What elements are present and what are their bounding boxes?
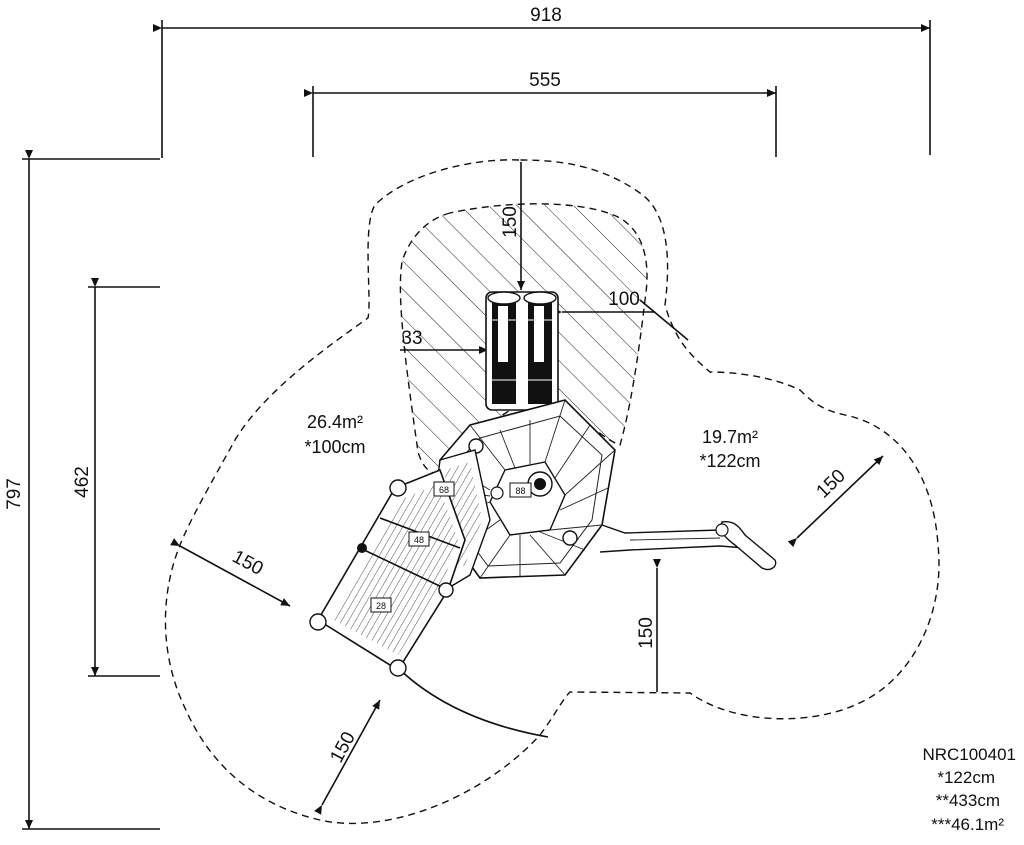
dim-slide-offset: 33: [400, 328, 488, 354]
left-zone-height: *100cm: [304, 437, 365, 457]
overall-depth-label: 797: [4, 478, 25, 510]
dim-inner-width: 555: [304, 70, 777, 157]
svg-text:28: 28: [376, 601, 386, 611]
bottom-clearance-label: 150: [636, 617, 657, 649]
right-slide: [599, 520, 777, 571]
svg-text:88: 88: [515, 486, 525, 496]
lower-left-clearance-label: 150: [326, 728, 359, 766]
tag-upper: 68: [433, 481, 455, 497]
dim-lower-left-clearance: 150: [314, 699, 381, 815]
left-zone-area: 26.4m²: [307, 412, 363, 432]
tag-mid: 48: [408, 531, 430, 547]
product-code: NRC100401: [922, 745, 1016, 764]
product-total-area: ***46.1m²: [931, 815, 1004, 834]
inner-width-label: 555: [529, 70, 561, 91]
dim-left-clearance: 150: [170, 538, 291, 607]
safety-zone-outline: [164, 159, 940, 825]
svg-text:48: 48: [414, 535, 424, 545]
dim-overall-width: 918: [153, 5, 931, 158]
dim-slide-zone-length: 150: [500, 162, 525, 290]
inner-depth-label: 462: [72, 466, 93, 498]
product-total-height: **433cm: [936, 791, 1000, 810]
tag-tower: 88: [509, 482, 532, 498]
overall-width-label: 918: [530, 5, 562, 26]
dim-inner-depth: 462: [72, 278, 160, 677]
slide-zone-label: 150: [500, 206, 521, 238]
product-fall-height: *122cm: [937, 768, 995, 787]
slide-offset-label: 33: [401, 328, 422, 349]
ramp-deck: [309, 468, 466, 677]
zone-divider-curve: [394, 664, 549, 738]
svg-text:68: 68: [439, 485, 449, 495]
right-clearance-label: 150: [812, 465, 849, 502]
tag-low: 28: [370, 597, 392, 613]
dim-bottom-clearance: 150: [636, 559, 661, 692]
dim-right-clearance: 150: [787, 455, 884, 548]
dim-slide-exit-gap: 100: [553, 289, 689, 341]
tube-slide-tower: [485, 291, 559, 411]
right-zone-area: 19.7m²: [702, 427, 758, 447]
slide-exit-label: 100: [608, 289, 640, 310]
right-zone-height: *122cm: [699, 451, 760, 471]
dim-overall-depth: 797: [4, 150, 160, 830]
